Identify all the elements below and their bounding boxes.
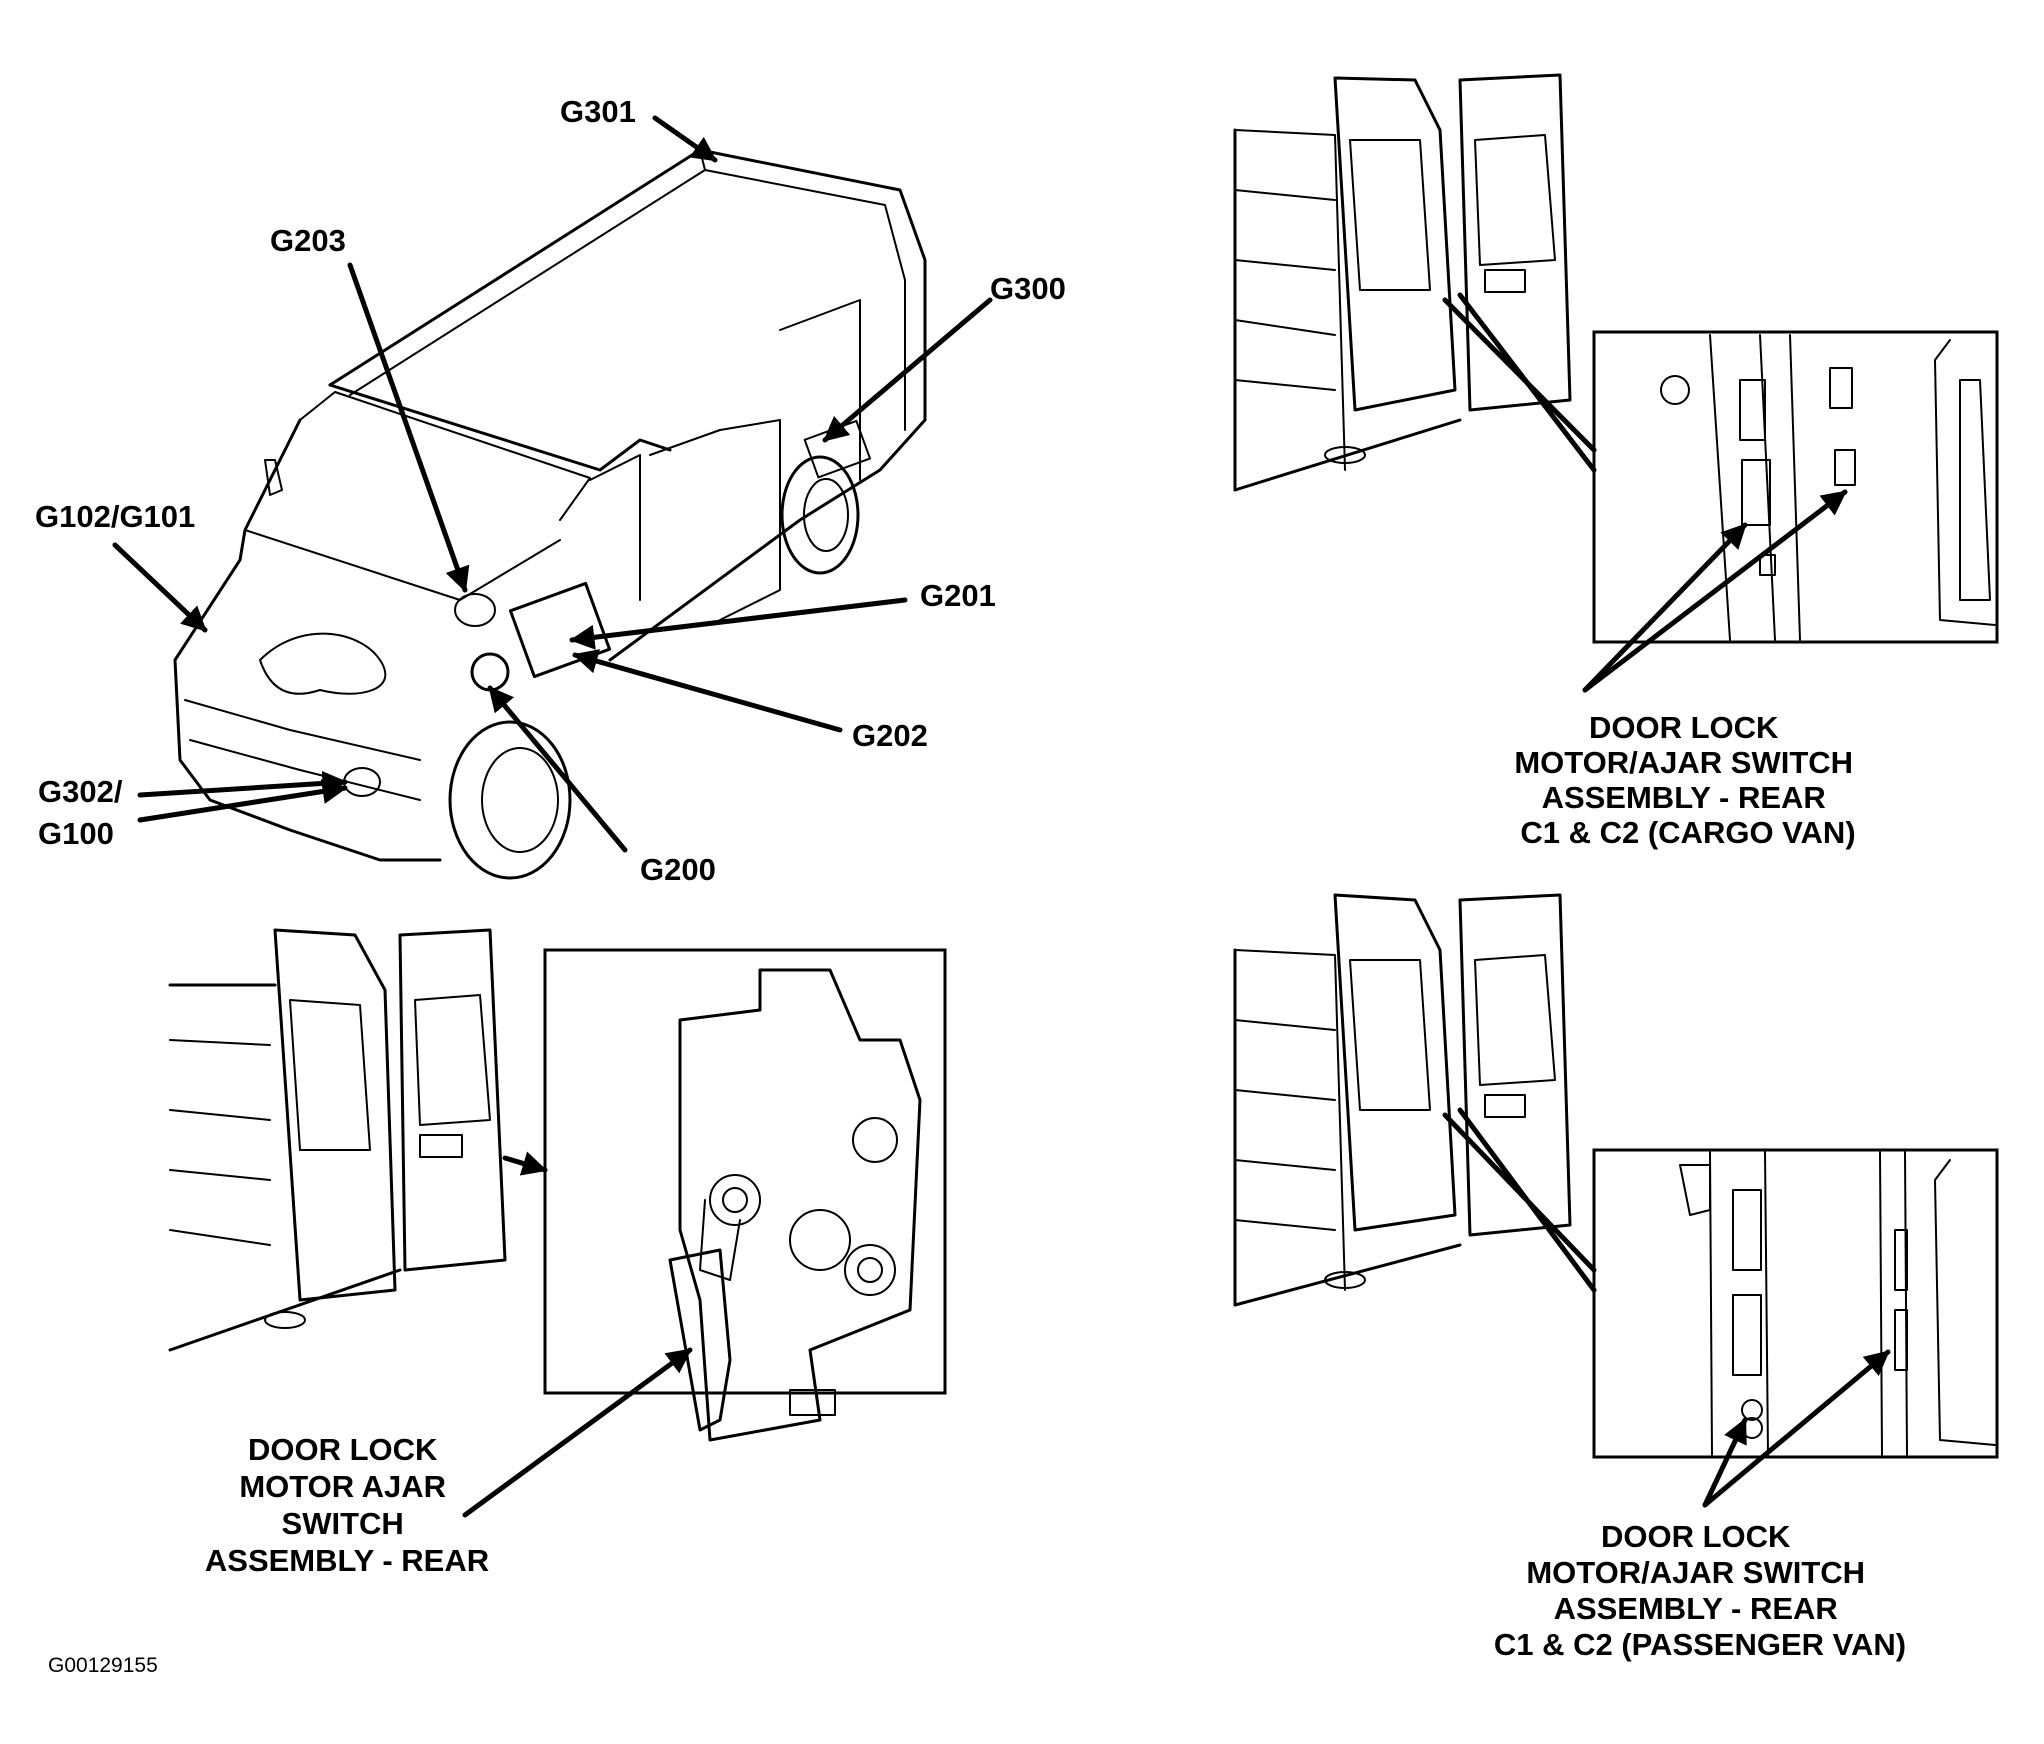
label-g203: G203 [270, 223, 346, 258]
figure-id: G00129155 [48, 1654, 158, 1677]
cargo-inset-detail [1660, 334, 1996, 641]
latch-assembly-detail [668, 968, 922, 1442]
passenger-inset-detail [1679, 1151, 1996, 1456]
caption-cargo-van: DOOR LOCK MOTOR/AJAR SWITCH ASSEMBLY - R… [1514, 710, 1861, 850]
cargo-van-rear-view [1233, 73, 1572, 492]
label-g100: G100 [38, 816, 114, 851]
passenger-inset-box [1592, 1148, 1999, 1459]
label-g102-g101: G102/G101 [35, 499, 195, 534]
label-g302: G302/ [38, 774, 123, 809]
caption-rear-switch: DOOR LOCK MOTOR AJAR SWITCH ASSEMBLY - R… [205, 1432, 489, 1578]
latch-inset-box [543, 948, 947, 1395]
caption-passenger-van: DOOR LOCK MOTOR/AJAR SWITCH ASSEMBLY - R… [1494, 1519, 1906, 1662]
label-g200: G200 [640, 852, 716, 887]
rear-callout-arrows [462, 1151, 693, 1518]
passenger-van-rear-view [1233, 893, 1572, 1307]
label-g301: G301 [560, 94, 636, 129]
label-g300: G300 [990, 271, 1066, 306]
passenger-callout-arrows [1442, 1107, 1891, 1508]
cargo-callout-arrows [1442, 292, 1848, 693]
van-illustration [173, 148, 927, 880]
label-g201: G201 [920, 578, 996, 613]
label-g202: G202 [852, 718, 928, 753]
rear-door-view [168, 928, 507, 1352]
van-callout-arrows [112, 115, 993, 853]
